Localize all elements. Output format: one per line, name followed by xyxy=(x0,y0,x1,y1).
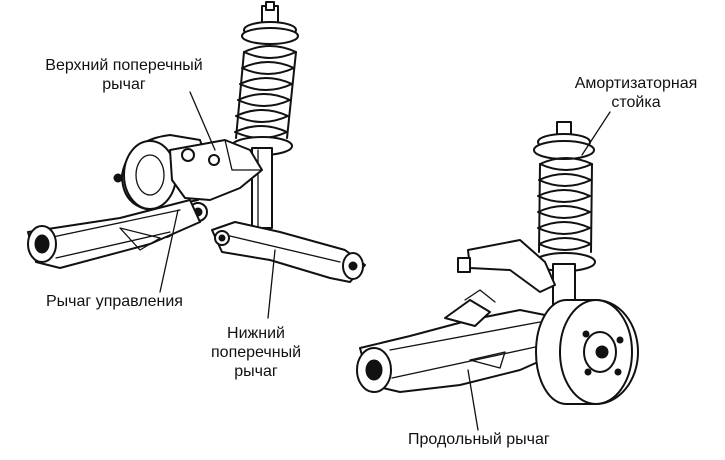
leader-lower-arm xyxy=(267,249,276,319)
leader-control-arm xyxy=(159,209,179,293)
right-trailing-arm xyxy=(356,289,566,393)
label-lower-arm: Нижний поперечный рычаг xyxy=(196,324,316,381)
label-control-arm: Рычаг управления xyxy=(46,292,183,311)
left-suspension-assembly xyxy=(27,1,366,283)
label-trailing-arm: Продольный рычаг xyxy=(408,430,550,449)
leader-lines xyxy=(159,91,611,431)
label-lower-arm-line-2: поперечный xyxy=(211,344,301,361)
right-brake-drum xyxy=(535,299,639,405)
label-control-arm-text: Рычаг управления xyxy=(46,293,183,310)
label-upper-arm-line-1: Верхний поперечный xyxy=(45,57,203,74)
label-lower-arm-line-3: рычаг xyxy=(234,363,278,380)
label-trailing-arm-text: Продольный рычаг xyxy=(408,431,550,448)
left-strut xyxy=(231,1,299,229)
leader-trailing-arm xyxy=(467,369,479,431)
label-strut: Амортизаторная стойка xyxy=(556,74,716,112)
label-upper-arm: Верхний поперечный рычаг xyxy=(18,56,230,94)
left-control-arm xyxy=(27,199,201,269)
label-lower-arm-line-1: Нижний xyxy=(227,325,285,342)
left-knuckle xyxy=(158,139,263,238)
right-upper-link xyxy=(457,239,556,293)
leader-upper-arm xyxy=(189,91,216,151)
label-upper-arm-line-2: рычаг xyxy=(102,76,146,93)
label-strut-line-2: стойка xyxy=(611,94,661,111)
right-suspension-assembly xyxy=(356,121,639,405)
left-lower-arm xyxy=(211,221,366,283)
label-strut-line-1: Амортизаторная xyxy=(574,75,698,92)
leader-strut xyxy=(581,111,611,156)
